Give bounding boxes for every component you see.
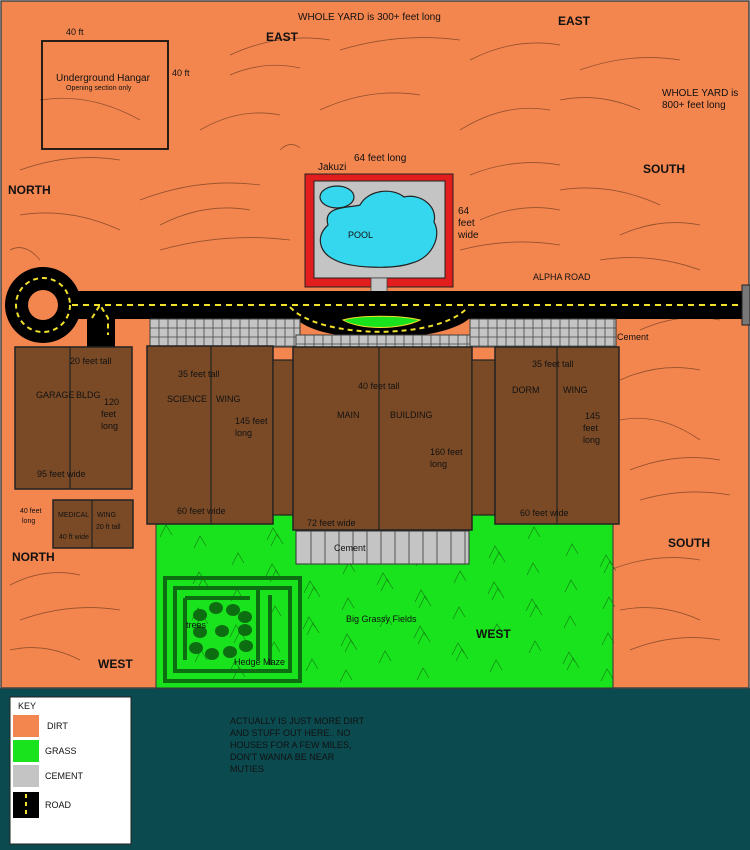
trees [189,602,253,660]
map-key: KEY DIRT GRASS CEMENT ROAD [9,696,132,845]
science-height: 35 feet tall [178,369,220,379]
medical-name-left: MEDICAL [58,512,89,519]
jakuzi [319,185,355,209]
road-name: ALPHA ROAD [533,272,591,282]
pool-walkway [370,277,388,293]
direction-west-2: WEST [476,627,511,641]
science-wing-building [146,345,274,525]
direction-east-1: EAST [266,30,299,44]
main-building [292,346,473,531]
dorm-height: 35 feet tall [532,359,574,369]
hangar-dim-top: 40 ft [66,27,84,37]
science-width: 60 feet wide [177,506,226,516]
dorm-wing-building [494,346,620,525]
dorm-width: 60 feet wide [520,508,569,518]
pool-width-label: 64 feet wide [457,206,479,241]
key-label-road: ROAD [45,800,72,810]
hangar-subtitle: Opening section only [66,85,132,92]
dorm-length: 145 feet long [583,411,603,445]
key-label-dirt: DIRT [47,721,68,731]
main-cement-strip [295,530,470,565]
connector-main-dorm [471,359,496,516]
garage-width: 95 feet wide [37,469,86,479]
garage-height: 20 feet tall [70,356,112,366]
main-width: 72 feet wide [307,518,356,528]
main-length: 160 feet long [430,447,465,469]
medical-name-right: WING [97,512,116,519]
dirt-texture [9,37,731,661]
key-swatch-grass [13,740,39,762]
direction-south-1: SOUTH [643,162,685,176]
direction-north-1: NORTH [8,183,51,197]
medical-length: 40 feet long [20,508,43,525]
jakuzi-label: Jakuzi [318,162,346,173]
medical-height: 20 ft tall [96,524,121,531]
yard-width-label: WHOLE YARD is 800+ feet long [662,88,741,111]
key-title: KEY [18,701,36,711]
underground-hangar [41,40,169,150]
science-name-left: SCIENCE [167,394,207,404]
main-height: 40 feet tall [358,381,400,391]
science-length: 145 feet long [235,416,270,438]
hedge-maze-label: Hedge Maze [234,657,285,667]
garage-building [14,346,133,490]
direction-south-2: SOUTH [668,536,710,550]
yard-length-label: WHOLE YARD is 300+ feet long [298,12,441,23]
cement-label-1: Cement [617,332,649,342]
pool-label: POOL [348,230,373,240]
hangar-title: Underground Hangar [56,73,151,84]
key-swatch-cement [13,765,39,787]
alpha-road [5,267,750,350]
dorm-name-left: DORM [512,385,540,395]
cement-label-2: Cement [334,543,366,553]
outside-note: ACTUALLY IS JUST MORE DIRT AND STUFF OUT… [230,716,367,774]
pool-water [319,190,438,268]
trees-label: trees [186,620,207,630]
hedge-maze [163,576,302,683]
pool-length-label: 64 feet long [354,153,406,164]
yard-width-line-1: WHOLE YARD is [662,88,738,99]
medical-width: 40 ft wide [59,534,89,541]
direction-north-2: NORTH [12,550,55,564]
hangar-dim-side: 40 ft [172,68,190,78]
fields-label: Big Grassy Fields [346,614,417,624]
garage-name-left: GARAGE [36,390,75,400]
science-name-right: WING [216,394,241,404]
medical-wing-building [52,499,134,549]
yard-width-line-2: 800+ feet long [662,100,726,111]
main-name-right: BUILDING [390,410,433,420]
cement-lot [149,318,617,348]
direction-east-2: EAST [558,14,591,28]
garage-length: 120 feet long [101,397,122,431]
key-swatch-dirt [13,715,39,737]
connector-science-main [272,359,294,516]
main-name-left: MAIN [337,410,360,420]
key-label-cement: CEMENT [45,771,84,781]
direction-west-1: WEST [98,657,133,671]
key-label-grass: GRASS [45,746,77,756]
dorm-name-right: WING [563,385,588,395]
garage-name-right: BLDG [76,390,101,400]
